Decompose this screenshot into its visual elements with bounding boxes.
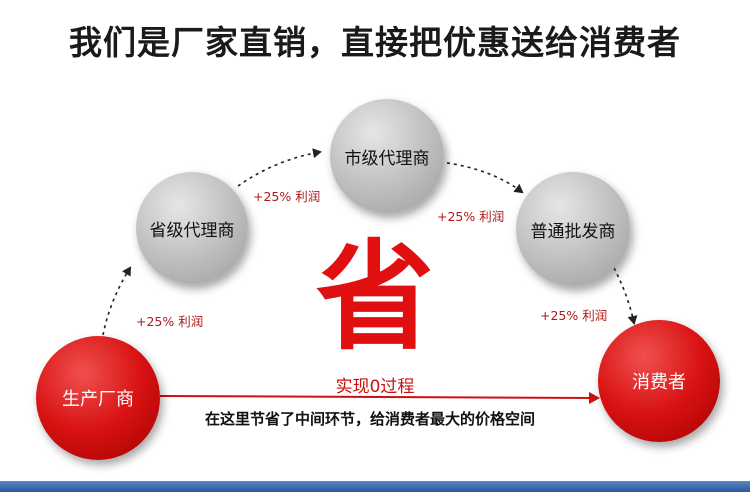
save-character: 省 (315, 228, 434, 366)
node-provincial-agent: 省级代理商 (136, 172, 248, 284)
bottom-divider (0, 481, 750, 492)
node-manufacturer-label: 生产厂商 (62, 389, 134, 410)
node-manufacturer: 生产厂商 (36, 336, 160, 460)
node-city-agent-label: 市级代理商 (344, 148, 430, 169)
profit-label-provincial-city: +25% 利润 (253, 189, 321, 204)
profit-label-city-wholesaler: +25% 利润 (437, 209, 505, 224)
arrow-manufacturer-to-provincial (102, 266, 132, 336)
arrow-manufacturer-to-consumer (159, 391, 600, 404)
profit-label-wholesaler-consumer: +25% 利润 (540, 308, 608, 323)
headline: 我们是厂家直销，直接把优惠送给消费者 (69, 23, 681, 62)
node-provincial-agent-label: 省级代理商 (149, 220, 235, 241)
node-consumer-label: 消费者 (632, 372, 686, 393)
profit-label-manufacturer-provincial: +25% 利润 (136, 314, 204, 329)
arrow-wholesaler-to-consumer (613, 267, 638, 325)
node-wholesaler-label: 普通批发商 (530, 221, 616, 242)
node-consumer: 消费者 (598, 320, 720, 442)
savings-caption: 在这里节省了中间环节，给消费者最大的价格空间 (204, 410, 535, 428)
zero-process-label: 实现0过程 (335, 377, 415, 397)
node-city-agent: 市级代理商 (330, 99, 444, 213)
arrow-city-to-wholesaler (439, 161, 524, 194)
node-wholesaler: 普通批发商 (516, 172, 630, 286)
arrow-provincial-to-city (237, 148, 322, 187)
